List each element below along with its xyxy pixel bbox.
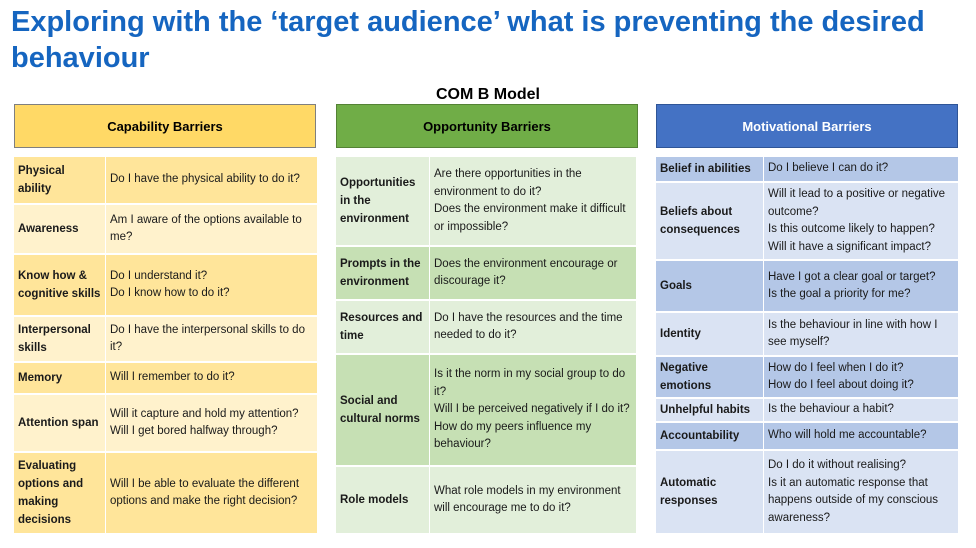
table-row: Automatic responses Do I do it without r… [656, 451, 958, 533]
table-row: Negative emotions How do I feel when I d… [656, 357, 958, 399]
capability-barriers-heading: Capability Barriers [14, 104, 316, 148]
table-row: Role models What role models in my envir… [336, 467, 636, 533]
row-label: Identity [656, 313, 764, 355]
row-question: Who will hold me accountable? [768, 429, 927, 442]
row-question: Do I have the resources and the time nee… [434, 311, 623, 342]
table-row: Attention span Will it capture and hold … [14, 395, 317, 453]
table-row: Accountability Who will hold me accounta… [656, 423, 958, 451]
row-label: Automatic responses [656, 451, 764, 533]
row-label: Interpersonal skills [14, 317, 106, 361]
table-row: Awareness Am I aware of the options avai… [14, 205, 317, 255]
row-label: Physical ability [14, 157, 106, 203]
model-subtitle: COM B Model [436, 86, 540, 103]
table-row: Interpersonal skills Do I have the inter… [14, 317, 317, 363]
table-row: Physical ability Do I have the physical … [14, 157, 317, 205]
table-row: Prompts in the environment Does the envi… [336, 247, 636, 301]
row-label: Prompts in the environment [336, 247, 430, 299]
table-row: Unhelpful habits Is the behaviour a habi… [656, 399, 958, 423]
row-question: Do I have the physical ability to do it? [110, 173, 300, 186]
row-label: Beliefs about consequences [656, 183, 764, 259]
row-question: Is the behaviour a habit? [768, 403, 894, 416]
row-question: Will it lead to a positive or negative o… [768, 188, 946, 253]
row-label: Role models [336, 467, 430, 533]
row-question: Am I aware of the options available to m… [110, 213, 302, 244]
row-question: How do I feel when I do it? How do I fee… [768, 361, 914, 392]
capability-barriers-table: Physical ability Do I have the physical … [14, 157, 317, 533]
table-row: Goals Have I got a clear goal or target?… [656, 261, 958, 313]
row-question: Is the behaviour in line with how I see … [768, 318, 938, 349]
row-label: Unhelpful habits [656, 399, 764, 421]
row-label: Social and cultural norms [336, 355, 430, 465]
table-row: Memory Will I remember to do it? [14, 363, 317, 395]
table-row: Belief in abilities Do I believe I can d… [656, 157, 958, 183]
row-label: Opportunities in the environment [336, 157, 430, 245]
row-label: Attention span [14, 395, 106, 451]
row-label: Evaluating options and making decisions [14, 453, 106, 533]
row-label: Awareness [14, 205, 106, 253]
motivational-barriers-heading: Motivational Barriers [656, 104, 958, 148]
row-label: Resources and time [336, 301, 430, 353]
row-question: Does the environment encourage or discou… [434, 257, 618, 288]
row-question: Will I remember to do it? [110, 371, 235, 384]
table-row: Beliefs about consequences Will it lead … [656, 183, 958, 261]
row-question: Do I have the interpersonal skills to do… [110, 323, 305, 354]
row-question: Is it the norm in my social group to do … [434, 368, 630, 451]
table-row: Opportunities in the environment Are the… [336, 157, 636, 247]
row-question: Are there opportunities in the environme… [434, 168, 626, 233]
row-question: Have I got a clear goal or target? Is th… [768, 270, 936, 301]
row-label: Belief in abilities [656, 157, 764, 181]
table-row: Social and cultural norms Is it the norm… [336, 355, 636, 467]
row-question: What role models in my environment will … [434, 484, 621, 515]
row-label: Memory [14, 363, 106, 393]
row-question: Will I be able to evaluate the different… [110, 477, 300, 508]
table-row: Resources and time Do I have the resourc… [336, 301, 636, 355]
row-question: Do I do it without realising? Is it an a… [768, 459, 939, 524]
row-question: Do I understand it? Do I know how to do … [110, 269, 230, 300]
opportunity-barriers-table: Opportunities in the environment Are the… [336, 157, 636, 533]
table-row: Identity Is the behaviour in line with h… [656, 313, 958, 357]
row-label: Accountability [656, 423, 764, 449]
table-row: Know how & cognitive skills Do I underst… [14, 255, 317, 317]
row-label: Negative emotions [656, 357, 764, 397]
row-question: Will it capture and hold my attention? W… [110, 407, 299, 438]
row-question: Do I believe I can do it? [768, 162, 889, 175]
opportunity-barriers-heading: Opportunity Barriers [336, 104, 638, 148]
row-label: Goals [656, 261, 764, 311]
page-title: Exploring with the ‘target audience’ wha… [11, 6, 925, 74]
motivational-barriers-table: Belief in abilities Do I believe I can d… [656, 157, 958, 533]
table-row: Evaluating options and making decisions … [14, 453, 317, 533]
row-label: Know how & cognitive skills [14, 255, 106, 315]
